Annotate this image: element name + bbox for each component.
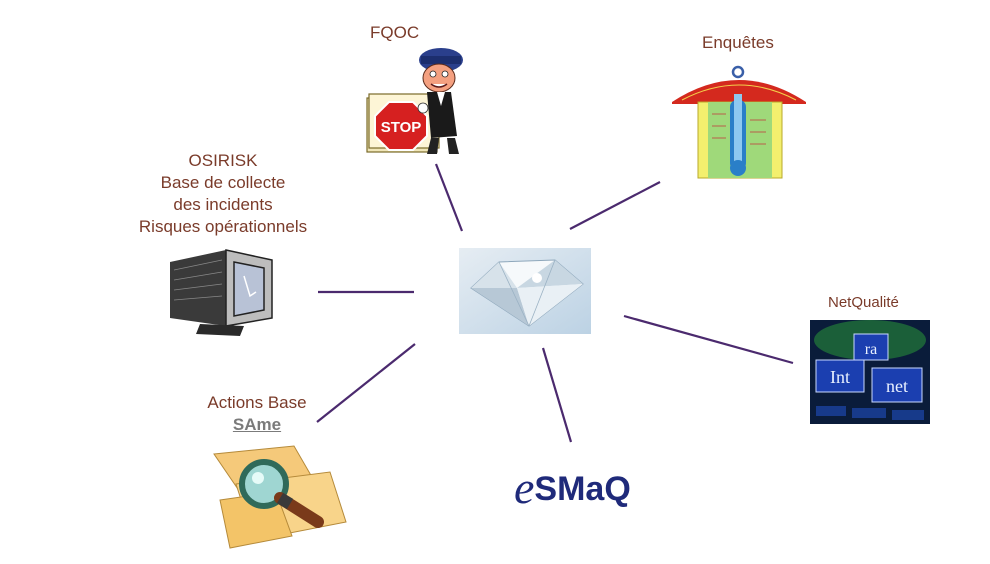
osirisk-line-3: des incidents	[173, 195, 273, 214]
cartoon-stop-sign-icon: STOP	[366, 48, 463, 154]
osirisk-line-2: Base de collecte	[160, 173, 286, 192]
connector-enquetes	[569, 181, 661, 230]
esmaq-rest: SMaQ	[534, 470, 631, 508]
osirisk-line-1: OSIRISK	[188, 151, 258, 170]
enquetes-label: Enquêtes	[702, 33, 774, 52]
thermometer-icon	[672, 65, 806, 179]
actions-label: Actions Base SAme	[190, 392, 324, 436]
esmaq-logo: eSMaQ	[514, 458, 631, 513]
connector-netqualite	[623, 314, 794, 365]
intranet-word-net: net	[886, 376, 908, 396]
diamond-icon	[459, 248, 591, 334]
osirisk-line-4: Risques opérationnels	[138, 217, 308, 236]
actions-line-1: Actions Base	[207, 393, 307, 412]
intranet-screens-icon: ra Int net	[810, 320, 930, 424]
intranet-word-ra: ra	[865, 341, 877, 358]
intranet-word-int: Int	[830, 367, 850, 387]
fqoc-label: FQOC	[370, 23, 420, 42]
connector-esmaq	[541, 347, 573, 443]
computer-monitor-icon	[170, 249, 273, 336]
netqualite-label: NetQualité	[828, 294, 899, 311]
osirisk-label: OSIRISK Base de collecte des incidents R…	[120, 150, 326, 238]
magnifier-documents-icon	[213, 445, 347, 549]
connector-actions	[316, 343, 416, 423]
connector-fqoc	[434, 163, 464, 232]
esmaq-prefix: e	[514, 462, 535, 513]
same-link: SAme	[232, 415, 282, 434]
stop-sign-text: STOP	[381, 119, 422, 136]
